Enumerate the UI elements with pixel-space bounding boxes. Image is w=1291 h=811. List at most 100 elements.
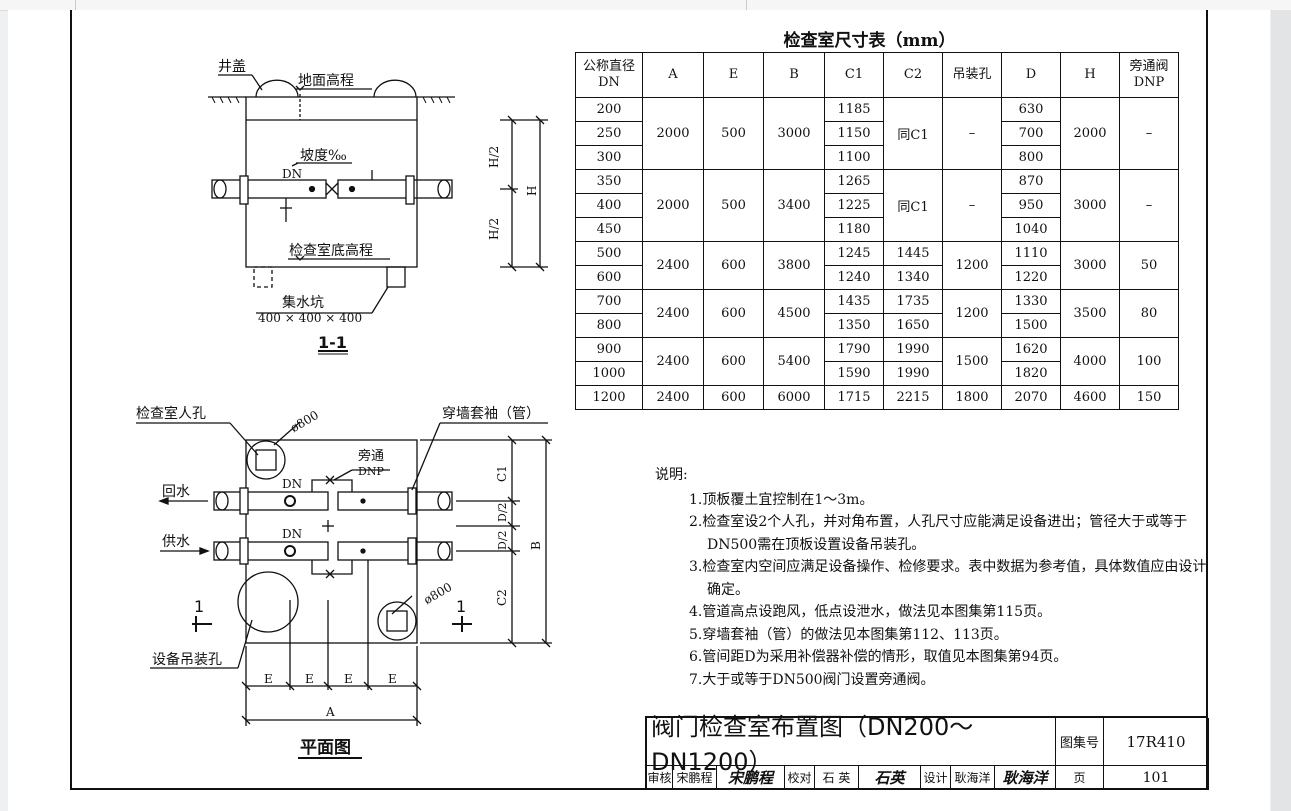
slope-label: 坡度‰ (300, 148, 347, 164)
cell-d: 950 (1001, 193, 1061, 218)
bottom-level-label: 检查室底高程 (289, 242, 373, 259)
plan-view-title: 平面图 (300, 738, 351, 758)
checker-signature: 石英 (859, 766, 921, 790)
cell-dn: 800 (575, 313, 643, 338)
header-bypass-text: 旁通阀 DNP (1129, 59, 1169, 90)
reviewer-signature: 宋鹏程 (717, 766, 785, 790)
wall-sleeve-label: 穿墙套袖（管） (442, 406, 540, 422)
cell-d: 800 (1001, 145, 1061, 170)
c1-dim-label: C1 (495, 465, 509, 482)
cell-e: 500 (703, 169, 764, 242)
cell-bypass: 100 (1119, 337, 1179, 386)
table-header-row: 公称直径 DN A E B C1 C2 吊装孔 D H 旁通阀 DNP (575, 52, 1179, 98)
cell-b: 6000 (763, 385, 825, 410)
dimension-table: 公称直径 DN A E B C1 C2 吊装孔 D H 旁通阀 DNP 200 … (575, 52, 1179, 410)
toolbar-divider (75, 0, 76, 10)
cell-c2: 1340 (883, 265, 943, 290)
table-row: 500 2400 600 3800 1245 1445 1200 1110 30… (575, 241, 1179, 290)
b-dim-label: B (529, 541, 543, 550)
cell-c2: 1445 (883, 241, 943, 266)
cell-hoist-hole: – (942, 97, 1002, 170)
cell-d: 1040 (1001, 217, 1061, 242)
cell-dn: 450 (575, 217, 643, 242)
table-row: 300 1100 800 (575, 145, 1179, 170)
header-h: H (1060, 52, 1120, 98)
cell-c1: 1100 (824, 145, 884, 170)
table-row: 1000 1590 1990 1820 (575, 361, 1179, 386)
dimension-table-title: 检查室尺寸表（mm） (783, 31, 956, 51)
cell-d: 1110 (1001, 241, 1061, 266)
header-a: A (642, 52, 704, 98)
page-label: 页 (1056, 766, 1104, 790)
cell-c1: 1180 (824, 217, 884, 242)
cell-c2: 1735 (883, 289, 943, 314)
supply-water-label: 供水 (162, 534, 190, 550)
cell-a: 2400 (642, 241, 704, 290)
title-block: 阀门检查室布置图（DN200～DN1200） 图集号 17R410 审核 宋鹏程… (645, 713, 1209, 790)
designer-name: 耿海洋 (951, 766, 995, 790)
return-water-label: 回水 (162, 484, 190, 500)
cell-h: 2000 (1060, 97, 1120, 170)
half-h-top-label: H/2 (487, 146, 501, 168)
sump-label: 集水坑 (282, 294, 324, 311)
cell-c1: 1150 (824, 121, 884, 146)
cell-dn: 200 (575, 97, 643, 122)
cell-c1: 1590 (824, 361, 884, 386)
cell-c1: 1240 (824, 265, 884, 290)
note-item: 6.管间距D为采用补偿器补偿的情形，取值见本图集第94页。 (689, 649, 1068, 665)
drawing-title: 阀门检查室布置图（DN200～DN1200） (647, 713, 1056, 776)
table-row: 800 1350 1650 1500 (575, 313, 1179, 338)
cell-h: 4000 (1060, 337, 1120, 386)
sump-size-label: 400 × 400 × 400 (258, 311, 362, 325)
cell-h: 3000 (1060, 241, 1120, 290)
cell-c2: 1990 (883, 361, 943, 386)
drawing-frame (70, 10, 1208, 790)
atlas-number: 17R410 (1104, 718, 1209, 766)
cell-dn: 900 (575, 337, 643, 362)
cell-hoist-hole: 1200 (942, 241, 1002, 290)
cell-c1: 1185 (824, 97, 884, 122)
cell-bypass: – (1119, 97, 1179, 170)
cell-dn: 500 (575, 241, 643, 266)
header-dn: 公称直径 DN (575, 52, 643, 98)
manhole-diameter-bottom-label: ø800 (421, 580, 454, 607)
header-dn-text: 公称直径 DN (582, 59, 635, 90)
note-item: 2.检查室设2个人孔，并对角布置，人孔尺寸应能满足设备进出；管径大于或等于DN5… (689, 514, 1188, 553)
note-item: 4.管道高点设跑风，低点设泄水，做法见本图集第115页。 (689, 604, 1052, 620)
cell-hoist-hole: – (942, 169, 1002, 242)
toolbar-divider (746, 0, 747, 10)
cell-b: 3000 (763, 97, 825, 170)
header-c1: C1 (824, 52, 884, 98)
cell-h: 3000 (1060, 169, 1120, 242)
header-c2: C2 (883, 52, 943, 98)
ground-level-label: 地面高程 (298, 72, 354, 89)
cell-a: 2400 (642, 337, 704, 386)
cell-a: 2400 (642, 385, 704, 410)
section-dn-label: DN (282, 167, 302, 181)
viewer-scrollbar-track[interactable] (1271, 10, 1291, 811)
cell-d: 1620 (1001, 337, 1061, 362)
cell-d: 1500 (1001, 313, 1061, 338)
check-label: 校对 (785, 766, 815, 790)
half-h-bottom-label: H/2 (487, 218, 501, 240)
c2-dim-label: C2 (495, 589, 509, 606)
table-row: 900 2400 600 5400 1790 1990 1500 1620 40… (575, 337, 1179, 386)
cell-d: 2070 (1001, 385, 1061, 410)
e-dim-label-2: E (305, 672, 314, 686)
cell-c1: 1265 (824, 169, 884, 194)
e-dim-label-3: E (344, 672, 353, 686)
section-title: 1-1 (318, 333, 347, 352)
bypass-label: 旁通 (358, 448, 384, 464)
cell-b: 3800 (763, 241, 825, 290)
table-row: 200 2000 500 3000 1185 同C1 – 630 2000 – (575, 97, 1179, 170)
cell-c2: 1990 (883, 337, 943, 362)
checker-name: 石 英 (815, 766, 859, 790)
header-hoist-hole: 吊装孔 (942, 52, 1002, 98)
cell-d: 630 (1001, 97, 1061, 122)
note-item: 3.检查室内空间应满足设备操作、检修要求。表中数据为参考值，具体数值应由设计确定… (689, 559, 1207, 598)
cell-c2: 同C1 (883, 97, 943, 170)
cell-c1: 1245 (824, 241, 884, 266)
manhole-cover-label: 井盖 (218, 59, 246, 75)
d2-bottom-dim-label: D/2 (496, 530, 509, 550)
